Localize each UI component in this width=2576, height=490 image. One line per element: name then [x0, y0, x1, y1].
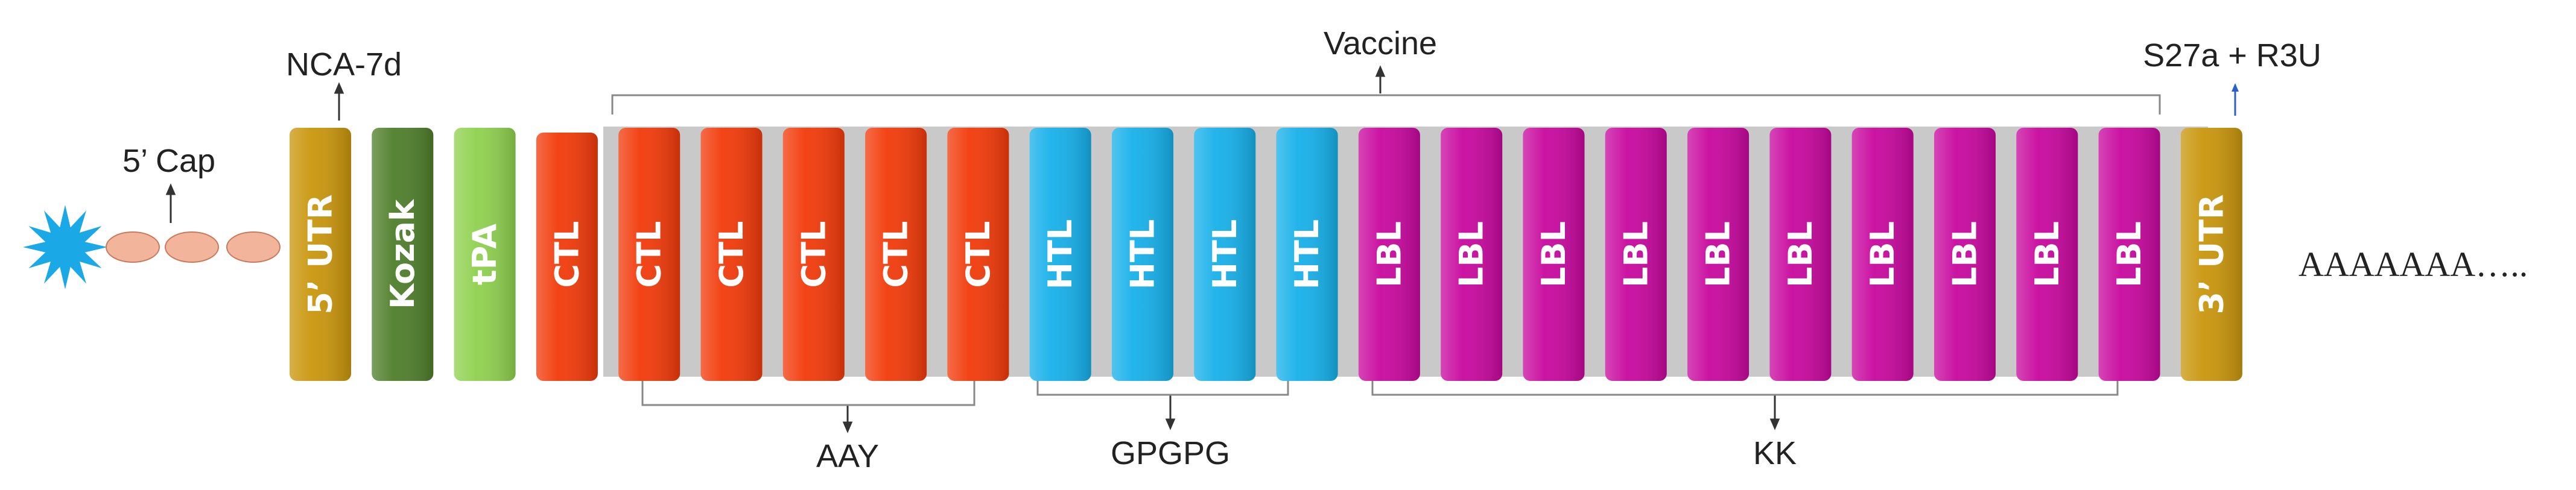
- segment-shading: [2098, 128, 2160, 381]
- segment-shading: [782, 128, 845, 381]
- segment-label: HTL: [1288, 219, 1326, 289]
- cap-arrow-head: [165, 183, 176, 195]
- segment-shading: [1358, 128, 1420, 381]
- segment-shading: [1934, 128, 1996, 381]
- segment-lbl-14: LBL: [1441, 128, 1503, 381]
- segment-lbl-21: LBL: [2016, 128, 2078, 381]
- gpgpg-arrow-head: [1165, 418, 1176, 430]
- segment-label: LBL: [1370, 221, 1408, 287]
- nca-arrow-head: [334, 82, 344, 94]
- vaccine-arrow-head: [1375, 65, 1386, 77]
- segment-shading: [1112, 128, 1173, 381]
- segment-shading: [290, 128, 351, 381]
- segment-label: HTL: [1124, 219, 1162, 289]
- segment-shading: [1276, 128, 1338, 381]
- segment-shading: [618, 128, 680, 381]
- segment-shading: [1029, 128, 1091, 381]
- segment-ctl-8: CTL: [947, 128, 1009, 381]
- segment-lbl-16: LBL: [1605, 128, 1667, 381]
- vaccine-bracket: [611, 94, 2161, 115]
- segment-lbl-22: LBL: [2098, 128, 2160, 381]
- gpgpg-label: GPGPG: [1110, 435, 1231, 471]
- segment-label: LBL: [1781, 221, 1819, 287]
- segment-label: CTL: [630, 221, 668, 288]
- segment-utr-23: 3’ UTR: [2180, 128, 2242, 381]
- segment-shading: [1769, 128, 1832, 381]
- segment-ctl-6: CTL: [782, 128, 845, 381]
- aay-label: AAY: [816, 438, 880, 474]
- segment-label: HTL: [1206, 219, 1244, 289]
- cap-oval-icon: [165, 231, 219, 263]
- segment-lbl-18: LBL: [1769, 128, 1832, 381]
- kk-arrow-head: [1769, 418, 1780, 430]
- segment-shading: [2016, 128, 2078, 381]
- segment-lbl-17: LBL: [1687, 128, 1750, 381]
- kk-label: KK: [1753, 435, 1797, 471]
- segment-lbl-20: LBL: [1934, 128, 1996, 381]
- segment-tpa-2: tPA: [454, 128, 516, 381]
- s27a-arrow-head: [2232, 83, 2239, 92]
- cap-oval-icon: [226, 231, 281, 263]
- gpgpg-bracket: [1036, 378, 1289, 396]
- segment-ctl-4: CTL: [618, 128, 680, 381]
- segment-label: LBL: [1453, 221, 1491, 287]
- segment-label: LBL: [2028, 221, 2066, 287]
- segment-shading: [454, 128, 516, 381]
- segment-label: tPA: [466, 224, 504, 285]
- segment-kozak-1: Kozak: [372, 128, 434, 381]
- segment-shading: [1605, 128, 1667, 381]
- segment-label: CTL: [548, 221, 586, 288]
- cap-star-icon: [23, 205, 107, 289]
- segment-shading: [865, 128, 927, 381]
- segment-label: LBL: [1617, 221, 1655, 287]
- segment-shading: [700, 128, 763, 381]
- segment-utr-0: 5’ UTR: [290, 128, 351, 381]
- segment-label: LBL: [1864, 221, 1902, 287]
- segment-htl-11: HTL: [1194, 128, 1256, 381]
- segment-shading: [536, 133, 598, 381]
- segment-lbl-15: LBL: [1523, 128, 1585, 381]
- segment-htl-12: HTL: [1276, 128, 1338, 381]
- segment-label: 5’ UTR: [302, 194, 340, 314]
- segment-label: CTL: [877, 221, 915, 288]
- segment-lbl-19: LBL: [1851, 128, 1914, 381]
- segment-htl-9: HTL: [1029, 128, 1091, 381]
- segment-label: CTL: [959, 221, 997, 288]
- segment-shading: [1523, 128, 1585, 381]
- segment-label: CTL: [712, 221, 750, 288]
- cap-oval-icon: [106, 231, 160, 263]
- aay-arrow-head: [842, 421, 853, 433]
- segment-label: Kozak: [384, 199, 422, 309]
- segment-label: LBL: [2110, 221, 2148, 287]
- segment-shading: [1851, 128, 1914, 381]
- vaccine-label: Vaccine: [1323, 25, 1438, 61]
- segment-lbl-13: LBL: [1358, 128, 1420, 381]
- cap-label: 5’ Cap: [122, 143, 216, 179]
- segment-shading: [2180, 128, 2242, 381]
- nca-label: NCA-7d: [285, 46, 402, 83]
- segment-shading: [1194, 128, 1256, 381]
- segment-shading: [372, 128, 434, 381]
- segment-ctl-3: CTL: [536, 133, 598, 381]
- segment-shading: [1441, 128, 1503, 381]
- segment-ctl-5: CTL: [700, 128, 763, 381]
- kk-bracket: [1371, 380, 2119, 396]
- aay-bracket: [641, 380, 976, 406]
- segment-ctl-7: CTL: [865, 128, 927, 381]
- segment-shading: [947, 128, 1009, 381]
- segment-label: 3’ UTR: [2192, 194, 2230, 314]
- segment-label: CTL: [795, 221, 833, 288]
- segment-label: LBL: [1535, 221, 1573, 287]
- polya-tail-label: AAAAAAA…..: [2298, 245, 2528, 284]
- segment-label: LBL: [1946, 221, 1984, 287]
- s27a-label: S27a + R3U: [2143, 37, 2321, 74]
- segment-label: HTL: [1041, 219, 1079, 289]
- segment-label: LBL: [1699, 221, 1737, 287]
- segment-shading: [1687, 128, 1750, 381]
- segment-htl-10: HTL: [1112, 128, 1173, 381]
